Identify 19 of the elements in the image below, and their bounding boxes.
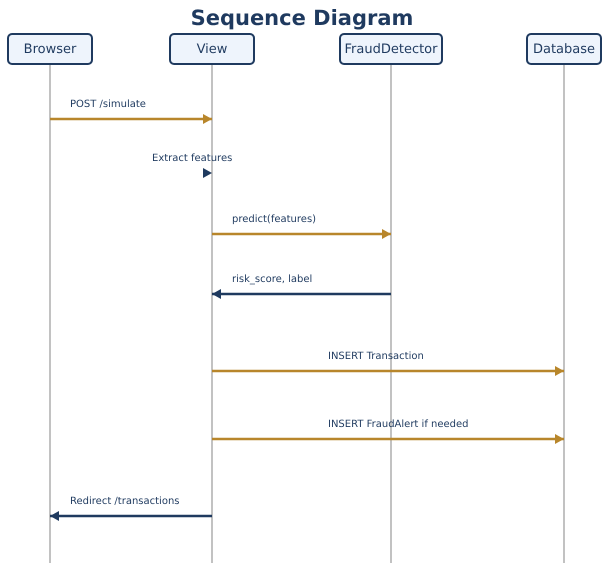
participant-box: Browser xyxy=(7,33,93,65)
self-message-arrow xyxy=(203,168,212,178)
message-arrow xyxy=(50,511,212,521)
participant-box: FraudDetector xyxy=(339,33,443,65)
message-arrow xyxy=(212,229,391,239)
message-label: Redirect /transactions xyxy=(70,496,180,507)
message-arrow xyxy=(212,434,564,444)
participant-box: Database xyxy=(526,33,602,65)
message-arrow xyxy=(212,366,564,376)
message-arrow xyxy=(50,114,212,124)
message-label: predict(features) xyxy=(232,214,316,225)
message-label: risk_score, label xyxy=(232,274,312,285)
message-label: Extract features xyxy=(152,153,232,164)
message-arrow xyxy=(212,289,391,299)
message-label: INSERT FraudAlert if needed xyxy=(328,419,469,430)
diagram-title: Sequence Diagram xyxy=(190,6,414,30)
message-label: INSERT Transaction xyxy=(328,351,424,362)
participant-box: View xyxy=(169,33,255,65)
message-label: POST /simulate xyxy=(70,99,146,110)
